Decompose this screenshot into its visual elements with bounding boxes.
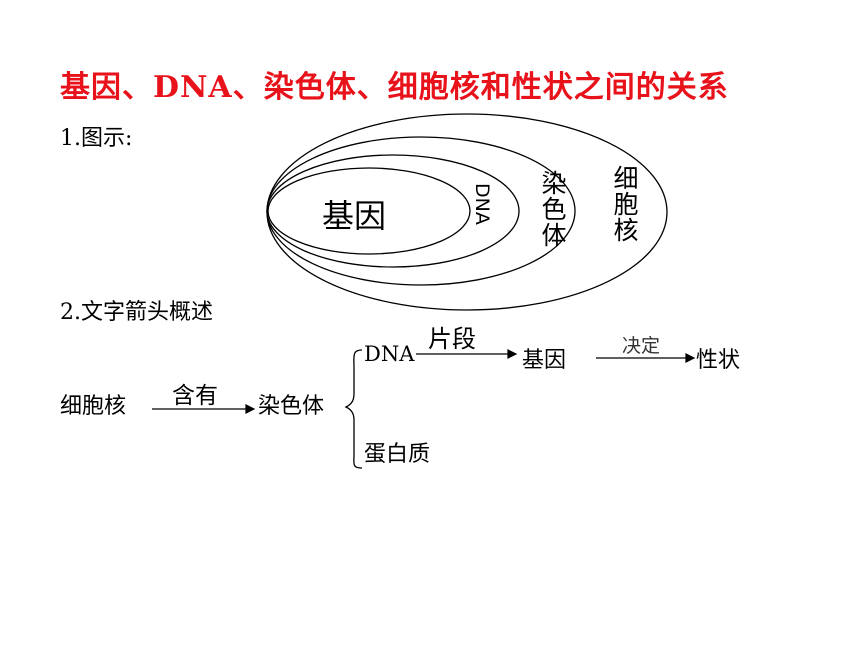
flow-label-segment: 片段 xyxy=(428,325,476,353)
flow-protein: 蛋白质 xyxy=(364,442,431,467)
flow-nucleus: 细胞核 xyxy=(60,394,127,419)
flow-chromosome: 染色体 xyxy=(258,394,325,419)
section-1-heading: 1.图示: xyxy=(60,126,133,151)
diagram-label-nucleus: 细胞核 xyxy=(610,165,639,243)
ellipse-gene xyxy=(267,167,471,255)
diagram-label-dna: DNA xyxy=(471,183,493,225)
flow-dna: DNA xyxy=(364,342,415,366)
flow-label-contain: 含有 xyxy=(172,383,218,409)
flow-label-decide: 决定 xyxy=(622,335,661,357)
diagram-label-chromosome: 染色体 xyxy=(538,170,567,248)
brace xyxy=(344,349,363,469)
ellipse-dna xyxy=(266,154,520,268)
section-2-heading: 2.文字箭头概述 xyxy=(60,300,213,325)
flow-trait: 性状 xyxy=(696,348,741,373)
page-title: 基因、DNA、染色体、细胞核和性状之间的关系 xyxy=(60,70,729,105)
diagram-label-gene: 基因 xyxy=(322,197,387,235)
flow-gene: 基因 xyxy=(522,348,567,373)
ellipse-chromosome xyxy=(266,136,576,286)
